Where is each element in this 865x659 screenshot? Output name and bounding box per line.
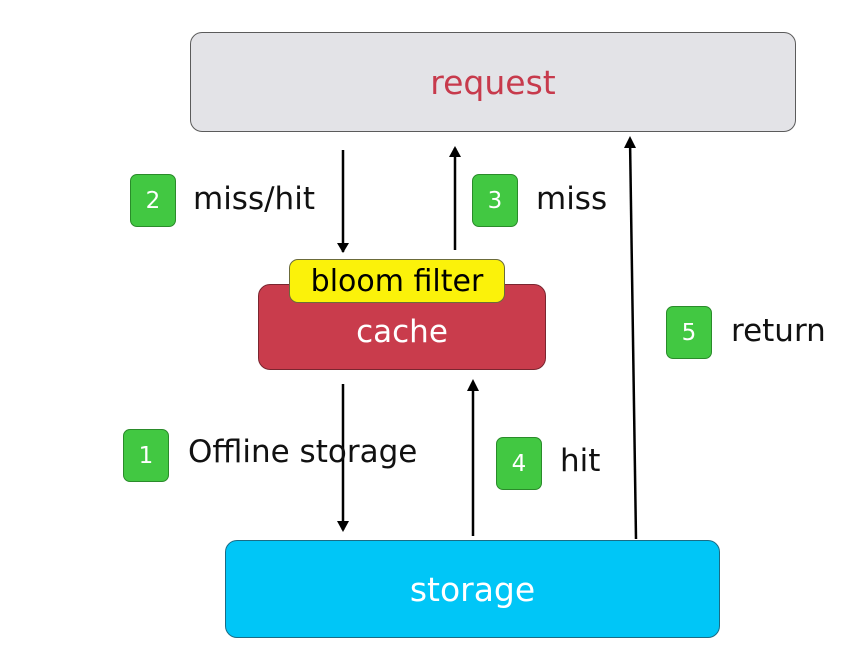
step-badge-5: 5 — [666, 306, 712, 359]
request-node: request — [190, 32, 796, 132]
arrowhead-storage-to-request — [624, 136, 636, 148]
step-label-offline-storage: Offline storage — [188, 434, 418, 470]
step-badge-4: 4 — [496, 437, 542, 490]
arrowhead-cache-to-storage — [337, 521, 349, 532]
cache-label: cache — [356, 314, 448, 350]
arrowhead-cache-to-request — [449, 146, 461, 157]
arrow-storage-to-request — [628, 138, 638, 540]
step-badge-1: 1 — [123, 429, 169, 482]
request-label: request — [430, 62, 556, 102]
arrowhead-storage-to-cache — [467, 379, 479, 391]
step-badge-3: 3 — [472, 174, 518, 227]
storage-label: storage — [409, 569, 536, 609]
step-label-hit: hit — [560, 443, 601, 479]
step-label-return: return — [731, 313, 826, 349]
step-label-miss: miss — [536, 181, 608, 217]
storage-node: storage — [225, 540, 720, 638]
arrowhead-request-to-cache — [337, 243, 349, 253]
bloom-filter-label: bloom filter — [310, 263, 484, 299]
bloom-filter-node: bloom filter — [289, 259, 505, 303]
step-badge-2: 2 — [130, 174, 176, 227]
step-label-miss-hit: miss/hit — [193, 181, 315, 217]
